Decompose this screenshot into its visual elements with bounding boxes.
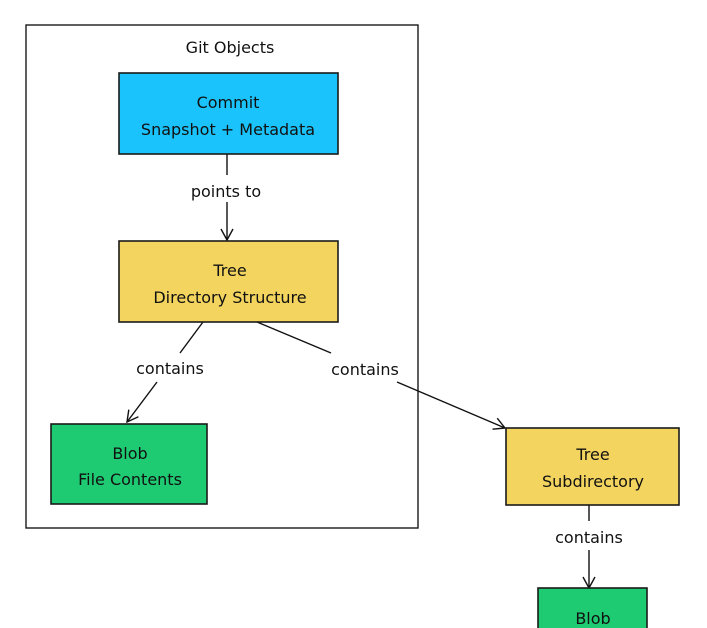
cluster-label: Git Objects	[186, 38, 275, 57]
node-commit: Commit Snapshot + Metadata	[118, 72, 339, 155]
node-subtitle: Subdirectory	[542, 472, 644, 491]
node-box	[118, 240, 339, 323]
node-tree-root: Tree Directory Structure	[118, 240, 339, 323]
edge-label: points to	[191, 182, 261, 201]
edge-arrow	[126, 381, 158, 424]
node-blob-file: Blob File Contents	[50, 423, 208, 505]
node-box	[50, 423, 208, 505]
edge-line	[179, 321, 204, 354]
edge-tree-to-blob: contains	[126, 321, 204, 424]
edge-label: contains	[555, 528, 623, 547]
node-title: Blob	[112, 444, 147, 463]
edge-label: contains	[331, 360, 399, 379]
node-title: Tree	[212, 261, 246, 280]
node-title: Tree	[575, 445, 609, 464]
edge-commit-to-tree: points to	[191, 154, 261, 242]
node-subtitle: Directory Structure	[153, 288, 306, 307]
node-box	[505, 427, 680, 506]
node-subtitle: Snapshot + Metadata	[141, 120, 315, 139]
edge-subtree-to-blob: contains	[555, 505, 623, 590]
edge-line	[256, 321, 332, 354]
edge-tree-to-subtree: contains	[256, 321, 507, 430]
node-box	[118, 72, 339, 155]
node-box	[537, 587, 648, 628]
node-subtitle: File Contents	[78, 470, 182, 489]
node-title: Commit	[197, 93, 260, 112]
node-blob-sub: Blob	[537, 587, 648, 628]
edge-arrow	[396, 381, 507, 430]
node-tree-sub: Tree Subdirectory	[505, 427, 680, 506]
node-title: Blob	[575, 609, 610, 628]
edge-label: contains	[136, 359, 204, 378]
